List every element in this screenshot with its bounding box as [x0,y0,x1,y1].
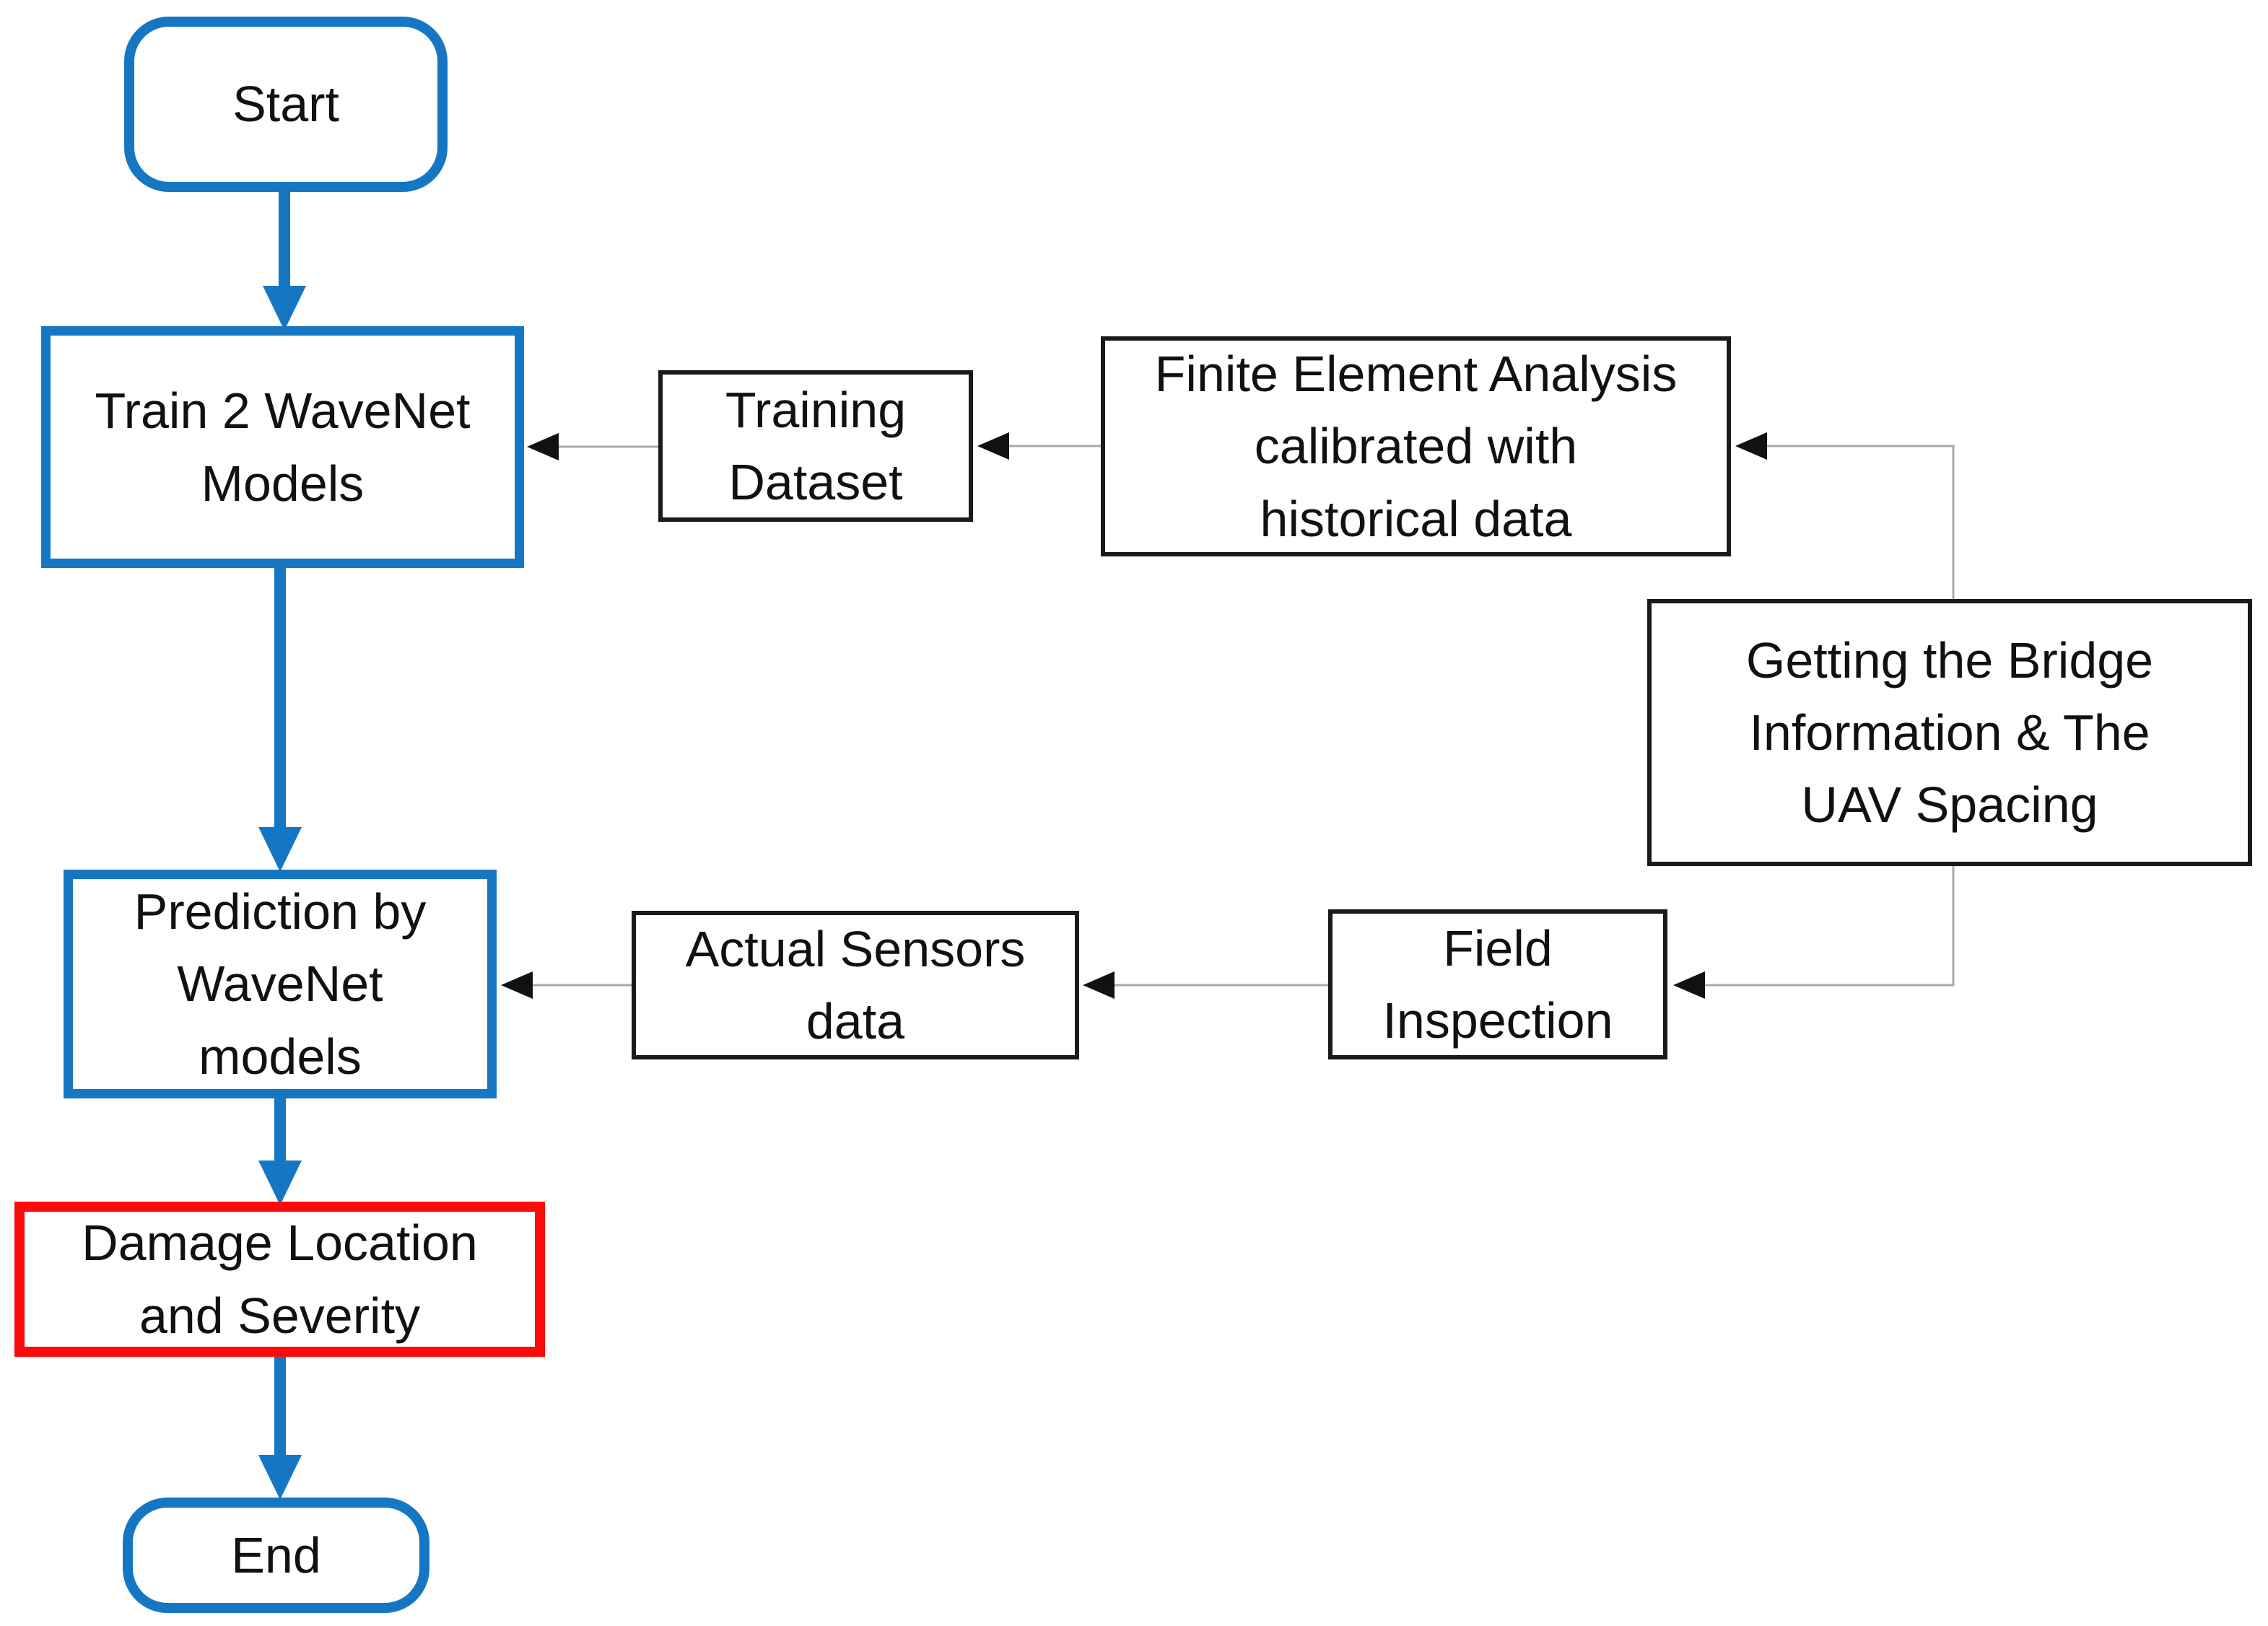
node-training-dataset: Training Dataset [658,370,973,522]
edge-damage-to-end [258,1357,302,1500]
node-start: Start [124,17,448,192]
edge-fea-to-training-dataset [977,432,1101,460]
node-train-wavenet-models: Train 2 WaveNet Models [41,326,524,568]
edge-train-to-prediction [258,568,302,872]
edge-start-to-train [263,192,306,331]
node-field-inspection: Field Inspection [1328,909,1667,1059]
node-finite-element-analysis: Finite Element Analysis calibrated with … [1101,336,1731,556]
node-getting-bridge-information: Getting the Bridge Information & The UAV… [1647,599,2252,866]
node-actual-sensors-data: Actual Sensors data [632,911,1079,1059]
node-prediction-wavenet: Prediction by WaveNet models [64,870,497,1098]
edge-actual-sensors-to-prediction [501,971,632,999]
edge-getting-to-fea [1735,432,1955,599]
node-damage-location-severity: Damage Location and Severity [14,1202,545,1357]
edge-training-dataset-to-train [527,433,658,460]
node-end: End [123,1498,429,1613]
edge-field-to-actual-sensors [1083,971,1328,999]
edge-getting-to-field [1673,866,1955,999]
edge-prediction-to-damage [258,1098,302,1205]
